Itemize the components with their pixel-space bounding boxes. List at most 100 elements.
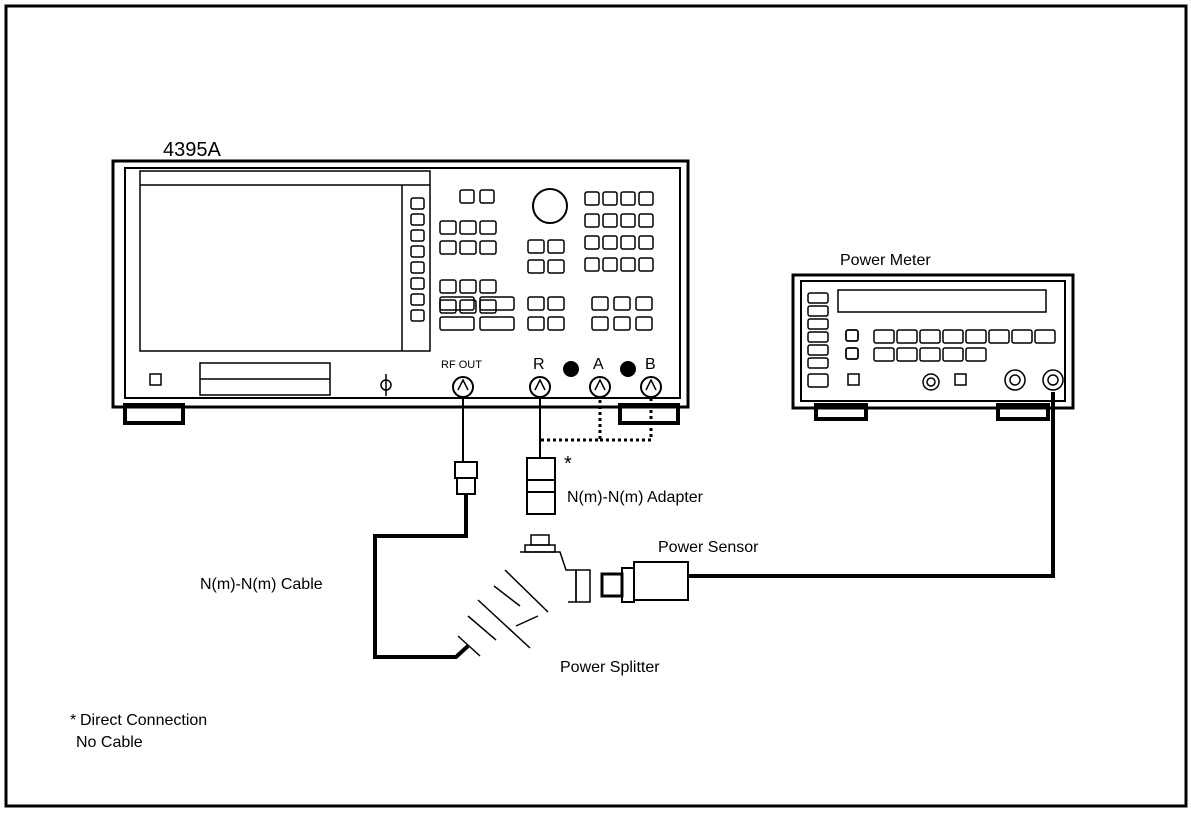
meter-key	[896, 347, 918, 362]
sensor-cable	[688, 392, 1055, 578]
panel-key	[527, 239, 545, 254]
analyzer-foot-left	[123, 403, 185, 425]
panel-key	[584, 213, 600, 228]
analyzer-foot-right	[618, 403, 680, 425]
softkey	[410, 229, 425, 242]
panel-key	[479, 189, 495, 204]
meter-key	[873, 329, 895, 344]
panel-key	[635, 296, 653, 311]
led-a	[620, 361, 636, 377]
meter-key	[942, 329, 964, 344]
adapter-label: N(m)-N(m) Adapter	[567, 489, 704, 506]
panel-key	[479, 279, 497, 294]
meter-key	[988, 329, 1010, 344]
power-meter	[791, 273, 1075, 421]
analyzer-body	[111, 159, 690, 409]
power-meter-channel-b	[1042, 369, 1064, 391]
meter-key	[965, 329, 987, 344]
analyzer-4395a	[111, 159, 690, 425]
panel-key	[527, 259, 545, 274]
panel-key	[602, 191, 618, 206]
direct-connection-marker: *	[564, 453, 572, 475]
meter-key	[896, 329, 918, 344]
analyzer-screen	[139, 170, 431, 352]
meter-key	[807, 344, 829, 356]
power-sensor	[600, 561, 689, 603]
panel-key	[439, 299, 457, 314]
power-meter-ref-port	[922, 373, 940, 391]
softkey	[410, 197, 425, 210]
panel-key	[479, 316, 515, 331]
panel-key	[547, 296, 565, 311]
power-meter-foot-left	[814, 403, 868, 421]
meter-key	[807, 331, 829, 343]
meter-key	[807, 373, 829, 388]
panel-key	[584, 191, 600, 206]
panel-key	[439, 220, 457, 235]
port-rf-out	[452, 376, 474, 398]
panel-key	[527, 316, 545, 331]
meter-key	[845, 347, 859, 360]
meter-key	[807, 318, 829, 330]
panel-key	[459, 279, 477, 294]
port-a	[589, 376, 611, 398]
footnote-marker: *	[70, 712, 77, 729]
power-sensor-label: Power Sensor	[658, 539, 759, 556]
meter-key	[807, 305, 829, 317]
power-meter-button	[847, 373, 860, 386]
panel-key	[613, 316, 631, 331]
meter-key	[807, 357, 829, 369]
softkey	[410, 309, 425, 322]
panel-key	[547, 239, 565, 254]
panel-key	[459, 240, 477, 255]
panel-key	[620, 191, 636, 206]
panel-key	[591, 316, 609, 331]
r-port-label: R	[533, 356, 545, 373]
direct-connection-paths	[541, 397, 653, 442]
led-r	[563, 361, 579, 377]
panel-key	[547, 259, 565, 274]
panel-key	[584, 235, 600, 250]
panel-key	[479, 296, 515, 311]
panel-key	[620, 235, 636, 250]
panel-key	[439, 316, 475, 331]
nm-nm-cable	[373, 494, 470, 659]
meter-key	[845, 329, 859, 342]
panel-key	[439, 296, 475, 311]
port-r	[529, 376, 551, 398]
panel-key	[459, 189, 475, 204]
panel-key	[638, 191, 654, 206]
footnote-line-2: No Cable	[76, 734, 143, 751]
meter-key	[965, 347, 987, 362]
panel-key	[613, 296, 631, 311]
panel-key	[479, 299, 497, 314]
power-switch	[149, 373, 162, 386]
panel-key	[602, 213, 618, 228]
analyzer-model-label: 4395A	[163, 139, 221, 161]
power-meter-body	[791, 273, 1075, 410]
softkey	[410, 261, 425, 274]
meter-key	[919, 329, 941, 344]
softkey	[410, 277, 425, 290]
softkey	[410, 213, 425, 226]
panel-key	[635, 316, 653, 331]
meter-key	[942, 347, 964, 362]
a-port-label: A	[593, 356, 604, 373]
panel-key	[591, 296, 609, 311]
panel-key	[439, 240, 457, 255]
analyzer-bezel	[124, 167, 681, 399]
meter-key	[873, 347, 895, 362]
softkey-column	[410, 197, 425, 322]
panel-key	[439, 279, 457, 294]
panel-key	[527, 296, 545, 311]
panel-key	[620, 257, 636, 272]
panel-key	[602, 235, 618, 250]
cable-label: N(m)-N(m) Cable	[200, 576, 323, 593]
nm-nm-adapter	[526, 457, 556, 515]
meter-key	[845, 329, 859, 342]
meter-key	[1034, 329, 1056, 344]
meter-key	[919, 347, 941, 362]
panel-key	[584, 257, 600, 272]
